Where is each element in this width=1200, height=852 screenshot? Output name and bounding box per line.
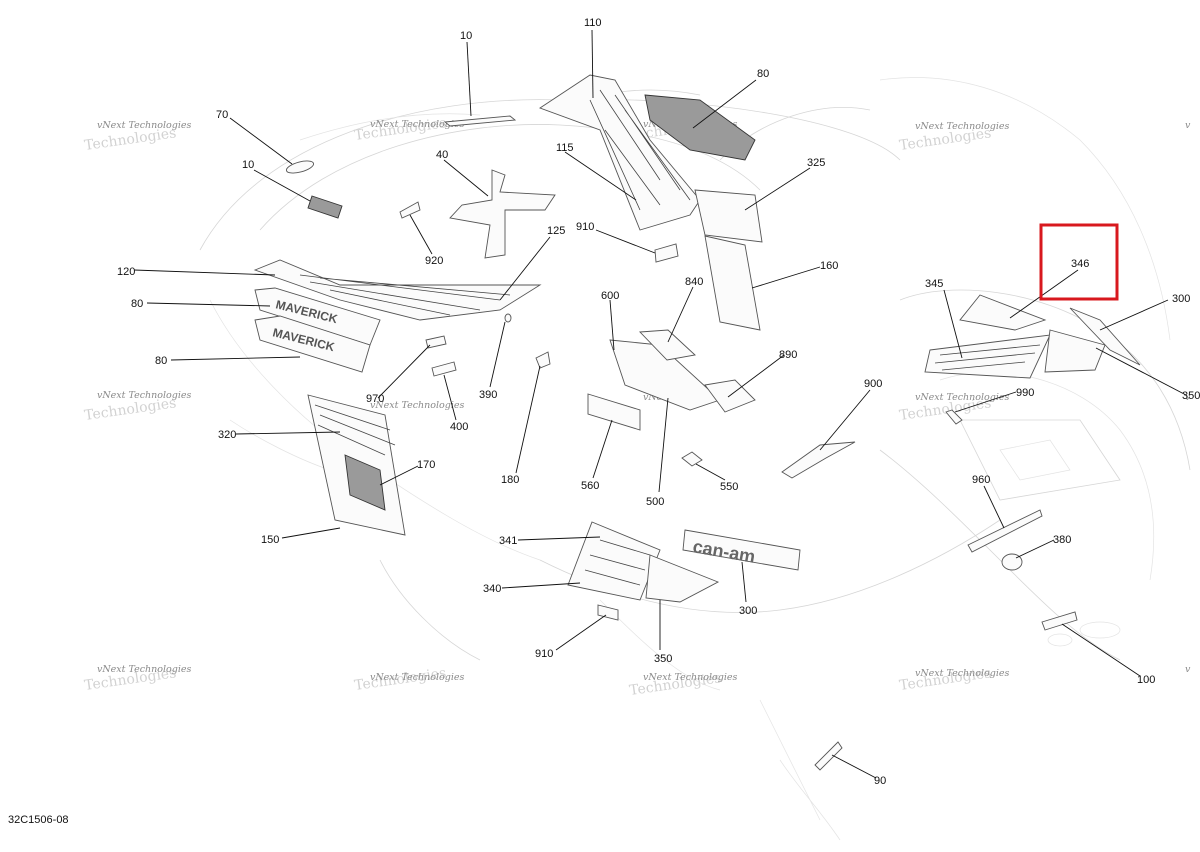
svg-text:vNext Technologies: vNext Technologies	[643, 672, 737, 683]
callout-400[interactable]: 400	[450, 421, 468, 433]
part-80-maverick-1[interactable]	[254, 287, 381, 346]
callout-labels: 10 110 80 70 10 40 115 325 910 125 920 1…	[117, 17, 1200, 787]
decal-parts: MAVERICK MAVERICK	[253, 74, 1141, 771]
callout-550[interactable]: 550	[720, 481, 738, 493]
callout-80-mid[interactable]: 80	[131, 298, 143, 310]
callout-840[interactable]: 840	[685, 276, 703, 288]
part-40-x-logo[interactable]	[449, 169, 556, 259]
callout-325[interactable]: 325	[807, 157, 825, 169]
part-900[interactable]	[781, 441, 856, 479]
part-300-right[interactable]	[1069, 307, 1141, 366]
callout-960[interactable]: 960	[972, 474, 990, 486]
callout-120[interactable]: 120	[117, 266, 135, 278]
callout-170[interactable]: 170	[417, 459, 435, 471]
callout-500[interactable]: 500	[646, 496, 664, 508]
callout-70[interactable]: 70	[216, 109, 228, 121]
svg-text:vNext Technologies: vNext Technologies	[370, 672, 464, 683]
part-10-stripe[interactable]	[443, 115, 517, 127]
part-10-label[interactable]	[307, 195, 343, 219]
callout-600[interactable]: 600	[601, 290, 619, 302]
part-910-b[interactable]	[597, 604, 619, 621]
part-346[interactable]	[924, 334, 1051, 379]
callout-100[interactable]: 100	[1137, 674, 1155, 686]
highlight-box-346	[1039, 223, 1119, 301]
part-180[interactable]	[535, 351, 551, 369]
part-350-bottom[interactable]	[645, 554, 720, 603]
svg-text:vNext Technologies: vNext Technologies	[915, 392, 1009, 403]
part-920[interactable]	[399, 201, 421, 219]
svg-text:v: v	[1185, 392, 1191, 403]
callout-160[interactable]: 160	[820, 260, 838, 272]
callout-900[interactable]: 900	[864, 378, 882, 390]
callout-346[interactable]: 346	[1071, 258, 1089, 270]
part-80-maverick-2[interactable]	[254, 315, 371, 373]
svg-text:vNext Technologies: vNext Technologies	[370, 400, 464, 411]
callout-125[interactable]: 125	[547, 225, 565, 237]
callout-920[interactable]: 920	[425, 255, 443, 267]
part-325[interactable]	[694, 189, 763, 243]
svg-text:vNext Technologies: vNext Technologies	[97, 390, 191, 401]
part-341[interactable]	[567, 521, 661, 601]
callout-990[interactable]: 990	[1016, 387, 1034, 399]
svg-text:v: v	[1185, 664, 1191, 675]
diagram-code: 32C1506-08	[8, 814, 69, 826]
callout-341[interactable]: 341	[499, 535, 517, 547]
part-90[interactable]	[814, 741, 843, 771]
part-345[interactable]	[959, 294, 1047, 331]
part-840[interactable]	[639, 329, 696, 361]
callout-10-left[interactable]: 10	[242, 159, 254, 171]
part-990[interactable]	[945, 409, 963, 425]
callout-910-top[interactable]: 910	[576, 221, 594, 233]
part-970[interactable]	[425, 335, 447, 349]
callout-380[interactable]: 380	[1053, 534, 1071, 546]
callout-10-top[interactable]: 10	[460, 30, 472, 42]
callout-320[interactable]: 320	[218, 429, 236, 441]
part-70-oval[interactable]	[285, 159, 315, 176]
callout-890[interactable]: 890	[779, 349, 797, 361]
callout-970[interactable]: 970	[366, 393, 384, 405]
callout-40[interactable]: 40	[436, 149, 448, 161]
callout-80-low[interactable]: 80	[155, 355, 167, 367]
callout-350-right[interactable]: 350	[1182, 390, 1200, 402]
callout-340[interactable]: 340	[483, 583, 501, 595]
callout-345[interactable]: 345	[925, 278, 943, 290]
leader-lines	[133, 29, 1187, 779]
part-80-top[interactable]	[644, 94, 756, 161]
part-120-side[interactable]	[253, 259, 542, 321]
svg-text:vNext Technologies: vNext Technologies	[97, 664, 191, 675]
part-550[interactable]	[681, 451, 703, 467]
callout-300-bottom[interactable]: 300	[739, 605, 757, 617]
part-160[interactable]	[704, 235, 761, 331]
callout-350-bottom[interactable]: 350	[654, 653, 672, 665]
svg-text:vNext Technologies: vNext Technologies	[97, 120, 191, 131]
part-390[interactable]	[504, 313, 512, 323]
part-560[interactable]	[587, 393, 641, 431]
part-350-right[interactable]	[1044, 329, 1106, 373]
callout-90[interactable]: 90	[874, 775, 886, 787]
part-910-a[interactable]	[654, 243, 679, 263]
callout-180[interactable]: 180	[501, 474, 519, 486]
part-960[interactable]	[967, 509, 1043, 553]
svg-text:vNext Technologies: vNext Technologies	[370, 119, 464, 130]
part-400[interactable]	[431, 361, 457, 377]
callout-150[interactable]: 150	[261, 534, 279, 546]
callout-910-bottom[interactable]: 910	[535, 648, 553, 660]
svg-text:v: v	[1185, 120, 1191, 131]
callout-80-top[interactable]: 80	[757, 68, 769, 80]
part-170-badge[interactable]	[344, 454, 386, 511]
svg-text:vNext Technologies: vNext Technologies	[915, 121, 1009, 132]
part-100[interactable]	[1041, 611, 1078, 631]
svg-text:vNext Technologies: vNext Technologies	[915, 668, 1009, 679]
callout-115[interactable]: 115	[556, 142, 574, 154]
callout-390[interactable]: 390	[479, 389, 497, 401]
callout-560[interactable]: 560	[581, 480, 599, 492]
callout-300-right[interactable]: 300	[1172, 293, 1190, 305]
part-300-can-am[interactable]	[682, 529, 801, 571]
callout-110[interactable]: 110	[584, 17, 602, 29]
